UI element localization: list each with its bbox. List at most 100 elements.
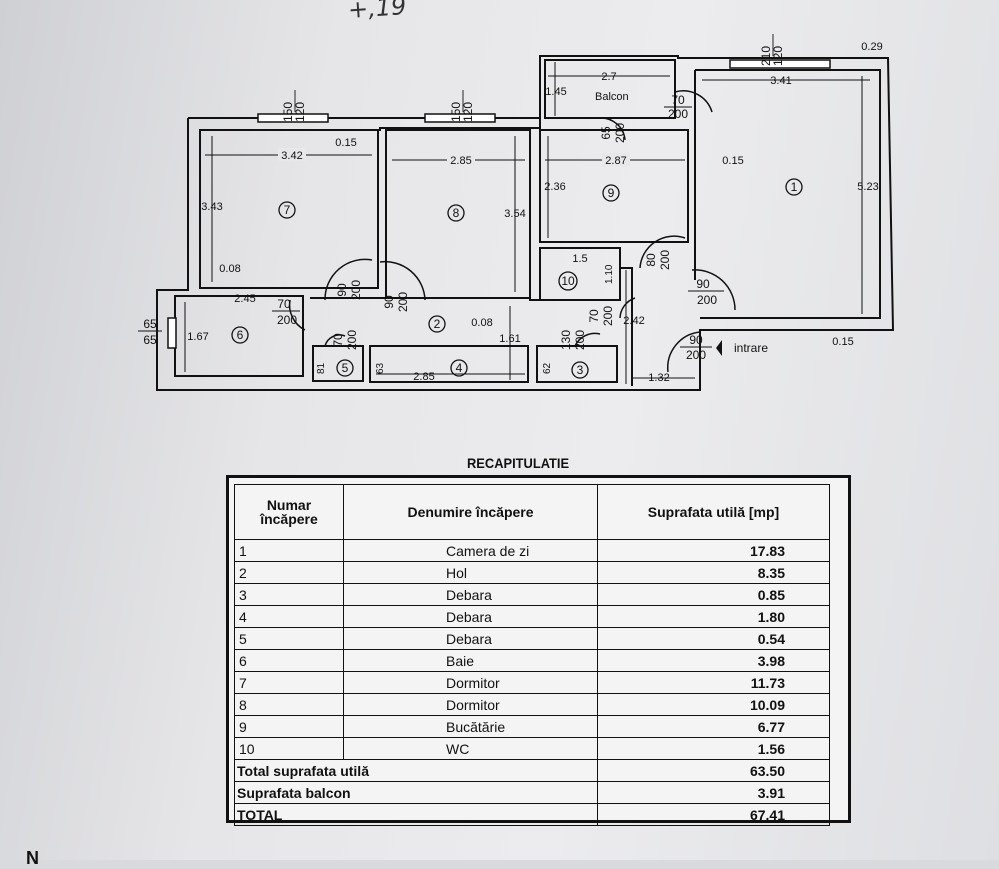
window-7 xyxy=(257,113,329,123)
window-8 xyxy=(424,113,496,123)
grand-total-label: TOTAL xyxy=(234,803,598,826)
win8-bot: 120 xyxy=(461,102,475,122)
dim-r8-height: 3.54 xyxy=(504,208,525,220)
dim-r9-height: 2.36 xyxy=(544,181,565,193)
grand-total-value: 67.41 xyxy=(597,803,830,826)
window-6 xyxy=(167,317,177,349)
dim-bal-height: 1.45 xyxy=(545,86,566,98)
door-balcony-arc xyxy=(674,90,713,113)
outer-wall xyxy=(156,55,895,391)
door-7-arc xyxy=(324,258,373,301)
win1-bot: 120 xyxy=(771,46,785,66)
door-10-bot: 200 xyxy=(601,306,615,326)
floor-plan: 7 8 9 1 10 2 6 5 4 3 3.42 0.15 3.43 0.08… xyxy=(138,34,895,391)
door-8-bot: 200 xyxy=(396,292,410,312)
dim-hall-gap: 0.08 xyxy=(471,317,492,329)
door-in-top: 90 xyxy=(689,333,703,347)
door-1-bot: 200 xyxy=(697,293,717,307)
win6-bot: 65 xyxy=(143,333,157,347)
dim-r1-height: 5.23 xyxy=(857,181,878,193)
dim-hall-height: 2.42 xyxy=(623,315,644,327)
door-bal-top: 70 xyxy=(671,93,685,107)
dim-r6-height: 1.67 xyxy=(187,331,208,343)
balcony-area-value: 3.91 xyxy=(597,781,830,804)
room-number-4: 4 xyxy=(456,361,463,375)
dim-r10-height: 1.10 xyxy=(604,264,615,284)
door-6-top: 70 xyxy=(277,297,291,311)
room-number-1: 1 xyxy=(791,180,798,194)
dim-r10-width: 1.5 xyxy=(572,253,587,265)
door-10-arc xyxy=(619,297,636,319)
entrance-arrow-icon xyxy=(716,340,722,356)
entrance-label: intrare xyxy=(734,341,768,355)
room-number-9: 9 xyxy=(608,186,615,200)
win8-top: 150 xyxy=(449,102,463,122)
door-5-bot: 200 xyxy=(345,330,359,350)
grand-total-row: TOTAL 67.41 xyxy=(234,803,830,826)
door-9-arc xyxy=(599,117,626,141)
room-number-10: 10 xyxy=(561,274,575,288)
dim-wall-d: 0.15 xyxy=(832,336,853,348)
dim-hall-width: 1.61 xyxy=(499,333,520,345)
door-1-arc xyxy=(691,269,736,311)
total-util-label: Total suprafata utilă xyxy=(234,759,598,782)
door-10-top: 70 xyxy=(587,309,601,323)
room-number-8: 8 xyxy=(453,206,460,220)
door-entry-arc xyxy=(667,331,701,373)
window-1 xyxy=(729,59,831,69)
door-9-bot: 200 xyxy=(613,123,627,143)
hall-outline xyxy=(310,267,633,386)
door-9b-bot: 200 xyxy=(658,250,672,270)
door-8-top: 90 xyxy=(382,295,396,309)
room-7-outline xyxy=(199,129,379,289)
dim-r7-height: 3.43 xyxy=(201,201,222,213)
room-number-7: 7 xyxy=(284,203,291,217)
win7-top: 150 xyxy=(281,102,295,122)
door-3-bot: 200 xyxy=(573,330,587,350)
door-3-top: 130 xyxy=(559,330,573,350)
header-room-name: Denumire încăpere xyxy=(343,484,598,540)
dim-w3: 62 xyxy=(542,362,553,374)
door-9b-top: 80 xyxy=(644,253,658,267)
door-bal-bot: 200 xyxy=(668,107,688,121)
win7-bot: 120 xyxy=(293,102,307,122)
dim-r1-width: 3.41 xyxy=(770,75,791,87)
dim-bal-width: 2.7 xyxy=(601,71,616,83)
room-9-outline xyxy=(539,129,689,243)
dim-r4-width: 2.85 xyxy=(413,371,434,383)
room-number-5: 5 xyxy=(342,361,349,375)
recap-table-frame: Numar încăpere Denumire încăpere Suprafa… xyxy=(226,475,851,826)
header-area: Suprafata utilă [mp] xyxy=(597,484,830,540)
dim-r7-width: 3.42 xyxy=(281,150,302,162)
room-number-3: 3 xyxy=(577,363,584,377)
dim-wall-b: 0.15 xyxy=(722,155,743,167)
dim-r6-width: 2.45 xyxy=(234,293,255,305)
header-room-number: Numar încăpere xyxy=(234,484,344,540)
door-6-arc xyxy=(288,299,306,331)
dim-wall-c: 0.29 xyxy=(861,41,882,53)
room-4-outline xyxy=(369,345,529,383)
win1-top: 210 xyxy=(759,46,773,66)
door-7-top: 90 xyxy=(335,283,349,297)
door-5-arc xyxy=(324,334,346,347)
balcony-area-label: Suprafata balcon xyxy=(234,781,598,804)
dim-r9-width: 2.87 xyxy=(605,155,626,167)
living-inner-wall xyxy=(695,69,881,319)
balcony-outline xyxy=(544,59,676,119)
total-util-value: 63.50 xyxy=(597,759,830,782)
dim-w5: 81 xyxy=(316,362,327,374)
door-1-top: 90 xyxy=(696,277,710,291)
dim-w4: 63 xyxy=(375,362,386,374)
room-number-2: 2 xyxy=(434,317,441,331)
door-3-arc xyxy=(574,332,601,347)
door-6-bot: 200 xyxy=(277,313,297,327)
door-9-top: 65 xyxy=(599,126,613,140)
dim-r7-gap: 0.08 xyxy=(219,263,240,275)
door-9b-arc xyxy=(639,235,686,269)
